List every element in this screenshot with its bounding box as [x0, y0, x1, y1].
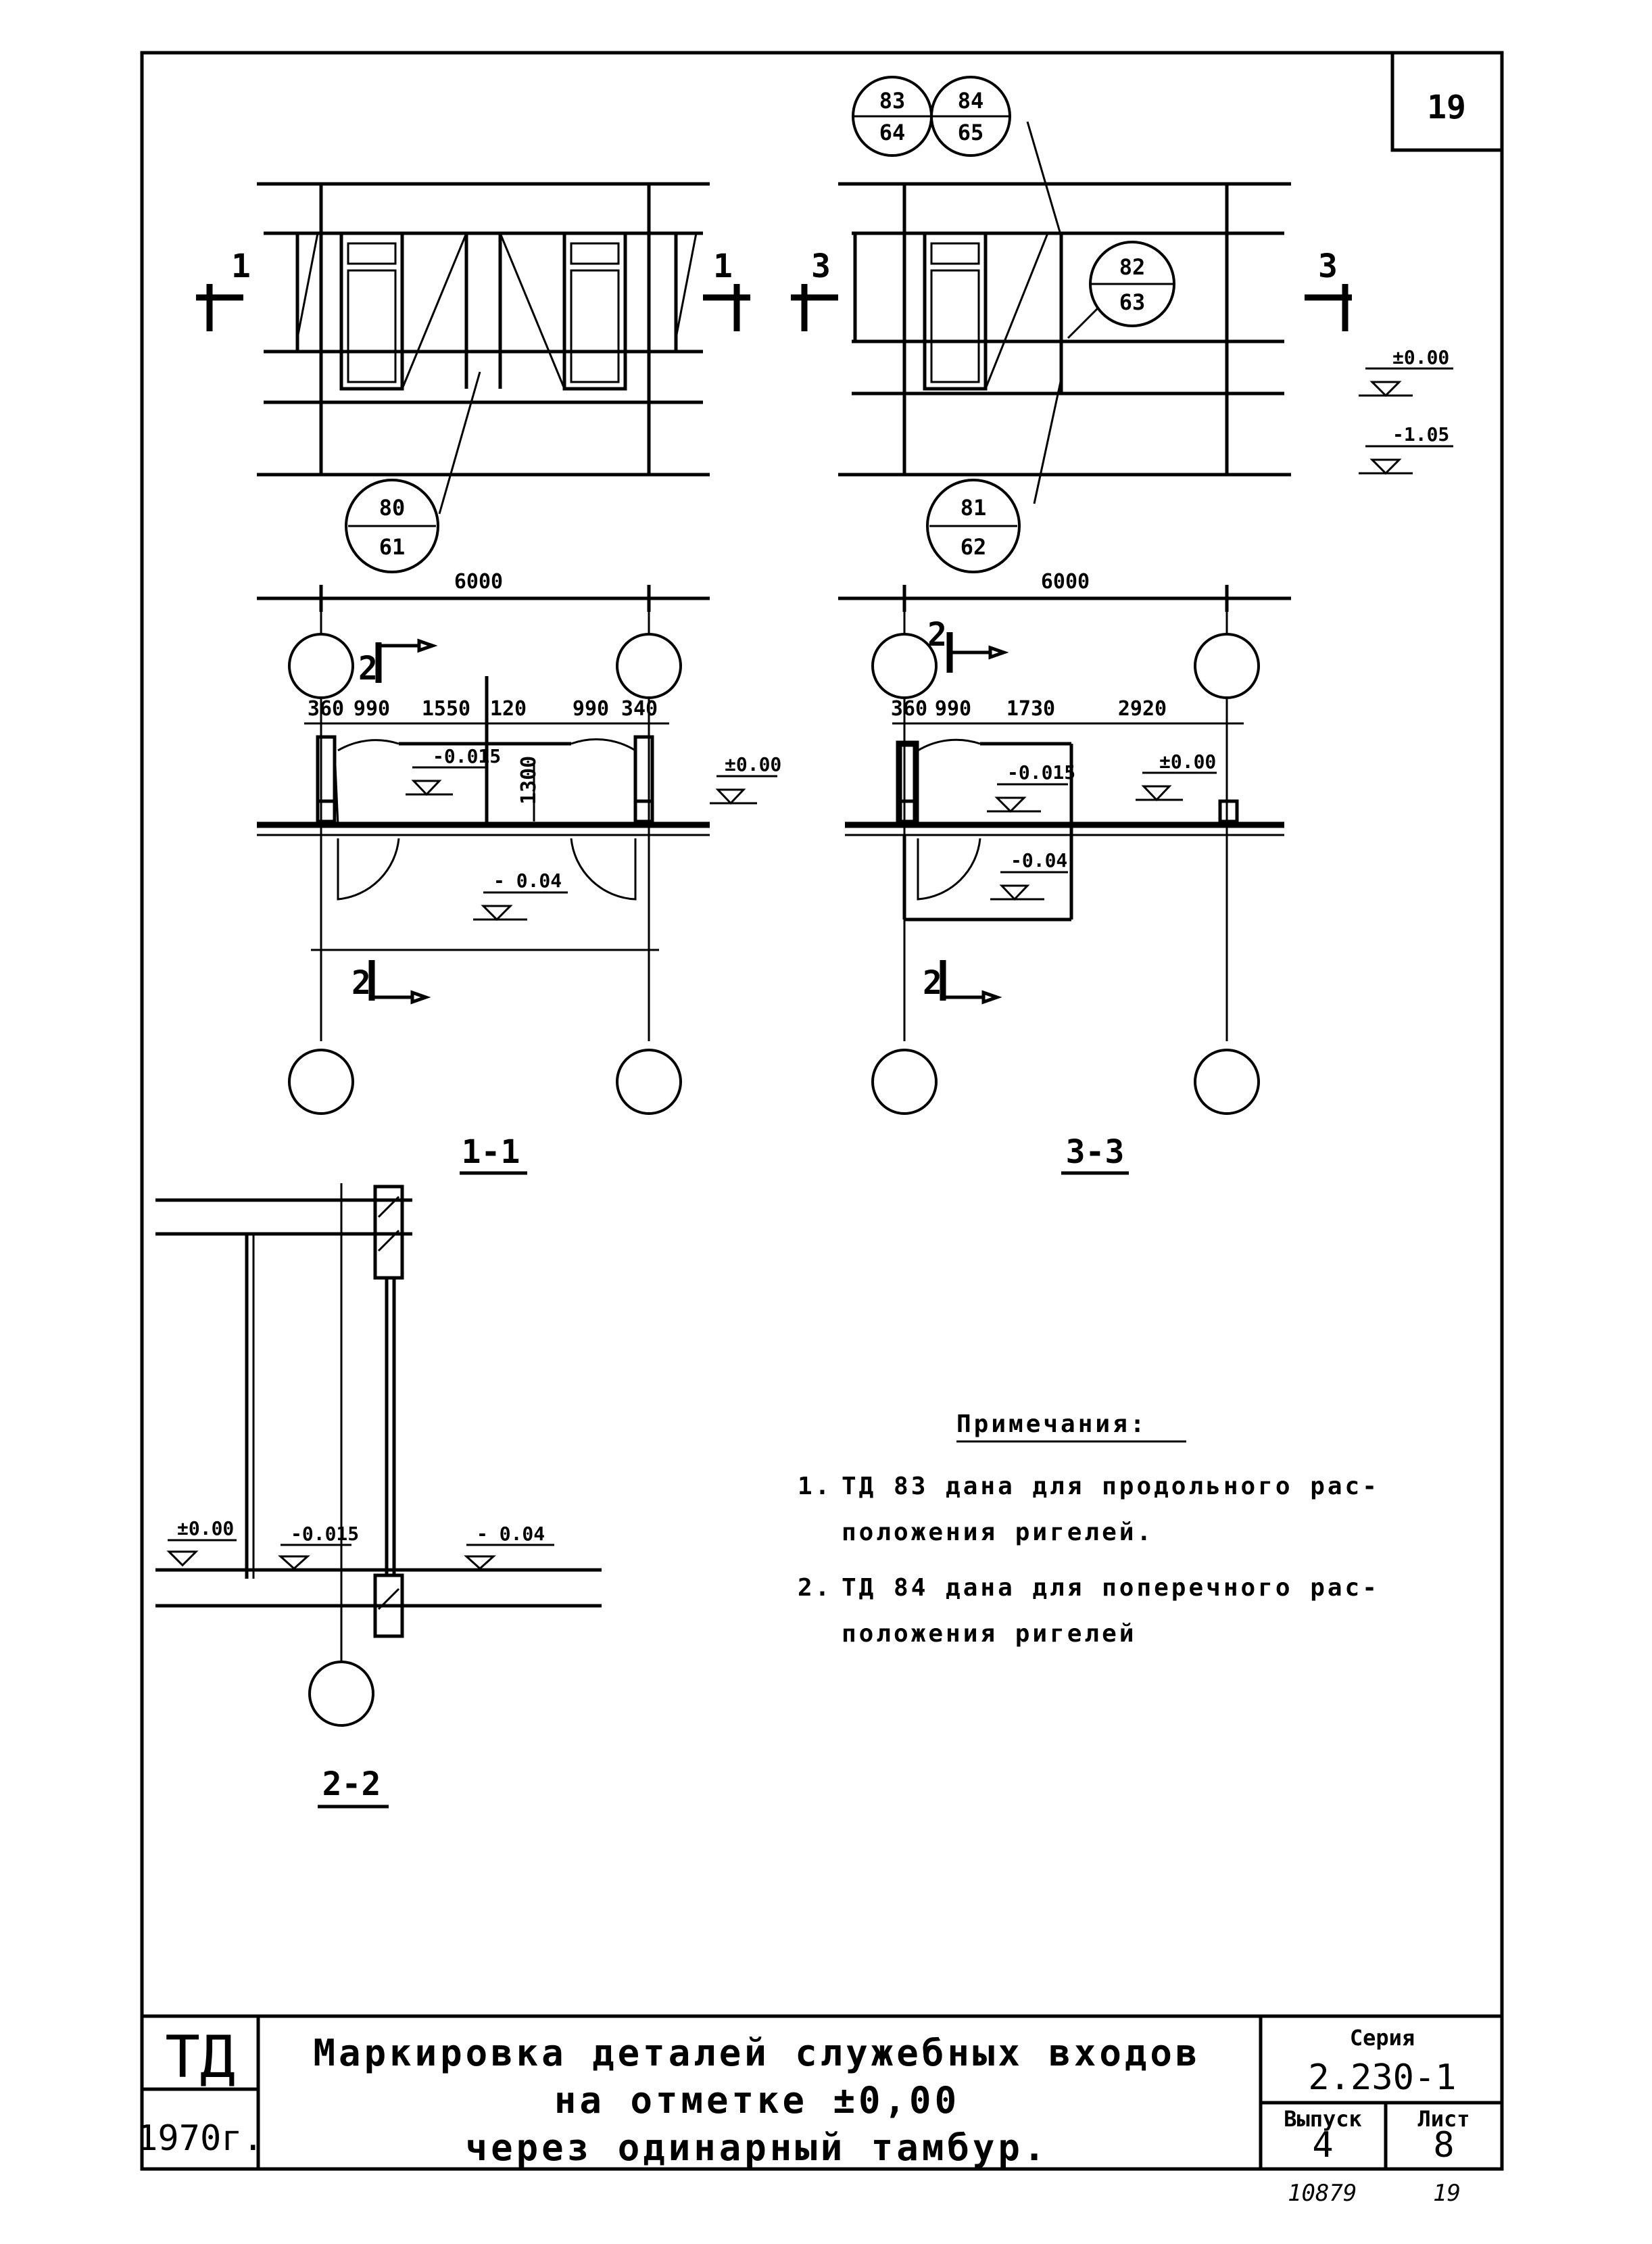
- issue-label: Выпуск: [1284, 2106, 1362, 2132]
- callout-84-65: [930, 76, 1011, 157]
- section-mark-3-left-label: 3: [811, 247, 831, 285]
- level-mark-105-label: -1.05: [1392, 423, 1449, 446]
- title-block-title-line-2: на отметке ±0,00: [554, 2079, 960, 2122]
- series-label: Серия: [1350, 2025, 1415, 2051]
- section-mark-1-left-label: 1: [231, 247, 251, 285]
- elevation-3-dimension: 6000: [1041, 570, 1090, 594]
- sheet-value: 8: [1433, 2125, 1454, 2166]
- callout-82-63-top: 82: [1119, 254, 1146, 280]
- callout-80-61-top: 80: [379, 495, 406, 521]
- level-mark-105: [1359, 445, 1453, 475]
- callout-82-63: [1089, 241, 1175, 327]
- callout-82-63-bottom: 63: [1119, 289, 1146, 315]
- callout-83-64-bottom: 64: [879, 120, 906, 145]
- plan-1-1: [257, 612, 710, 1115]
- elevation-3: [838, 121, 1291, 504]
- callout-84-65-bottom: 65: [958, 120, 984, 145]
- handwritten-sheet: 19: [1433, 2180, 1461, 2207]
- plan-3-level-outer: ±0.00: [1159, 750, 1216, 773]
- title-block-year: 1970г.: [137, 2118, 264, 2159]
- plan-1-level-outer-mark: [710, 775, 777, 805]
- section-2-level-left: ±0.00: [177, 1517, 234, 1539]
- plan-1-dim-5: 340: [621, 697, 658, 721]
- plan-3-level-vestibule-mark: [990, 871, 1068, 901]
- level-mark-000: [1359, 367, 1453, 398]
- callout-80-61-bottom: 61: [379, 534, 406, 560]
- plan-1-dim-1: 990: [354, 697, 390, 721]
- elevation-1-dimension-line: [257, 585, 710, 612]
- section-mark-3-left: [791, 284, 838, 331]
- section-mark-3-right: [1305, 284, 1352, 331]
- sheet-number: 19: [1427, 89, 1466, 126]
- plan-3-section-arrow-bottom: [940, 960, 1002, 1005]
- plan-1-title: 1-1: [462, 1133, 520, 1171]
- plan-1-level-outer: ±0.00: [725, 753, 781, 775]
- section-mark-3-right-label: 3: [1318, 247, 1338, 285]
- title-block-title-line-3: через одинарный тамбур.: [466, 2126, 1049, 2169]
- callout-81-62: [926, 479, 1021, 573]
- issue-value: 4: [1312, 2125, 1333, 2166]
- section-2-level-right: - 0.04: [477, 1523, 545, 1545]
- section-2-level-mid-mark: [278, 1544, 351, 1571]
- plan-1-level-vestibule: - 0.04: [493, 869, 562, 892]
- plan-3-3: [845, 612, 1284, 1115]
- notes-heading: Примечания:: [956, 1410, 1147, 1438]
- plan-1-section-arrow-top: [375, 638, 438, 683]
- callout-84-65-top: 84: [958, 88, 984, 114]
- plan-3-section-label-bottom: 2: [923, 964, 942, 1002]
- section-mark-1-right-label: 1: [713, 247, 733, 285]
- plan-1-level-inner-mark: [406, 766, 487, 796]
- note-1-number: 1.: [798, 1473, 832, 1500]
- plan-3-dim-2: 1730: [1006, 697, 1055, 721]
- section-mark-1-right: [703, 284, 750, 331]
- callout-83-64-top: 83: [879, 88, 906, 114]
- section-2-title: 2-2: [322, 1765, 381, 1803]
- title-block: [142, 2014, 1502, 2169]
- section-2-level-mid: -0.015: [291, 1523, 359, 1545]
- plan-1-dim-2: 1550: [422, 697, 470, 721]
- elevation-1-dimension: 6000: [454, 570, 503, 594]
- section-mark-1-left: [196, 284, 243, 331]
- note-1-line-2: положения ригелей.: [842, 1519, 1154, 1546]
- plan-3-section-label-top: 2: [927, 616, 947, 654]
- plan-3-dim-0: 360: [891, 697, 927, 721]
- note-2-number: 2.: [798, 1574, 832, 1602]
- plan-1-dim-3: 120: [490, 697, 527, 721]
- section-2-level-left-mark: [166, 1539, 237, 1567]
- plan-1-dim-0: 360: [308, 697, 344, 721]
- section-2-2: [155, 1183, 602, 1727]
- handwritten-number: 10879: [1288, 2180, 1357, 2207]
- plan-3-level-inner-mark: [987, 783, 1068, 813]
- title-block-org: ТД: [165, 2024, 235, 2091]
- plan-1-dim-4: 990: [573, 697, 609, 721]
- plan-1-section-label-top: 2: [358, 650, 378, 688]
- series-value: 2.230-1: [1308, 2057, 1456, 2098]
- note-2-line-1: ТД 84 дана для поперечного рас-: [842, 1574, 1380, 1602]
- sheet-label: Лист: [1417, 2106, 1469, 2132]
- elevation-3-dimension-line: [838, 585, 1291, 612]
- callout-81-62-bottom: 62: [961, 534, 987, 560]
- plan-3-dim-1: 990: [935, 697, 971, 721]
- plan-3-level-vestibule: -0.04: [1011, 849, 1067, 872]
- title-block-title-line-1: Маркировка деталей служебных входов: [314, 2032, 1201, 2074]
- plan-1-level-vestibule-mark: [473, 891, 568, 922]
- plan-3-section-arrow-top: [946, 632, 1009, 673]
- section-2-level-right-mark: [464, 1544, 554, 1571]
- plan-1-dim-vertical: 1300: [517, 756, 541, 805]
- elevation-1: [257, 182, 710, 515]
- plan-3-level-inner: -0.015: [1007, 761, 1075, 784]
- plan-3-level-outer-mark: [1136, 771, 1217, 802]
- plan-3-title: 3-3: [1066, 1133, 1125, 1171]
- plan-1-section-arrow-bottom: [368, 960, 431, 1005]
- callout-80-61: [345, 479, 439, 573]
- plan-3-dim-3: 2920: [1118, 697, 1167, 721]
- plan-1-section-label-bottom: 2: [351, 964, 371, 1002]
- plan-1-level-inner: -0.015: [433, 745, 501, 767]
- sheet-frame: [140, 51, 1504, 2171]
- callout-81-62-top: 81: [961, 495, 987, 521]
- level-mark-000-label: ±0.00: [1392, 346, 1449, 368]
- note-1-line-1: ТД 83 дана для продольного рас-: [842, 1473, 1380, 1500]
- note-2-line-2: положения ригелей: [842, 1620, 1136, 1648]
